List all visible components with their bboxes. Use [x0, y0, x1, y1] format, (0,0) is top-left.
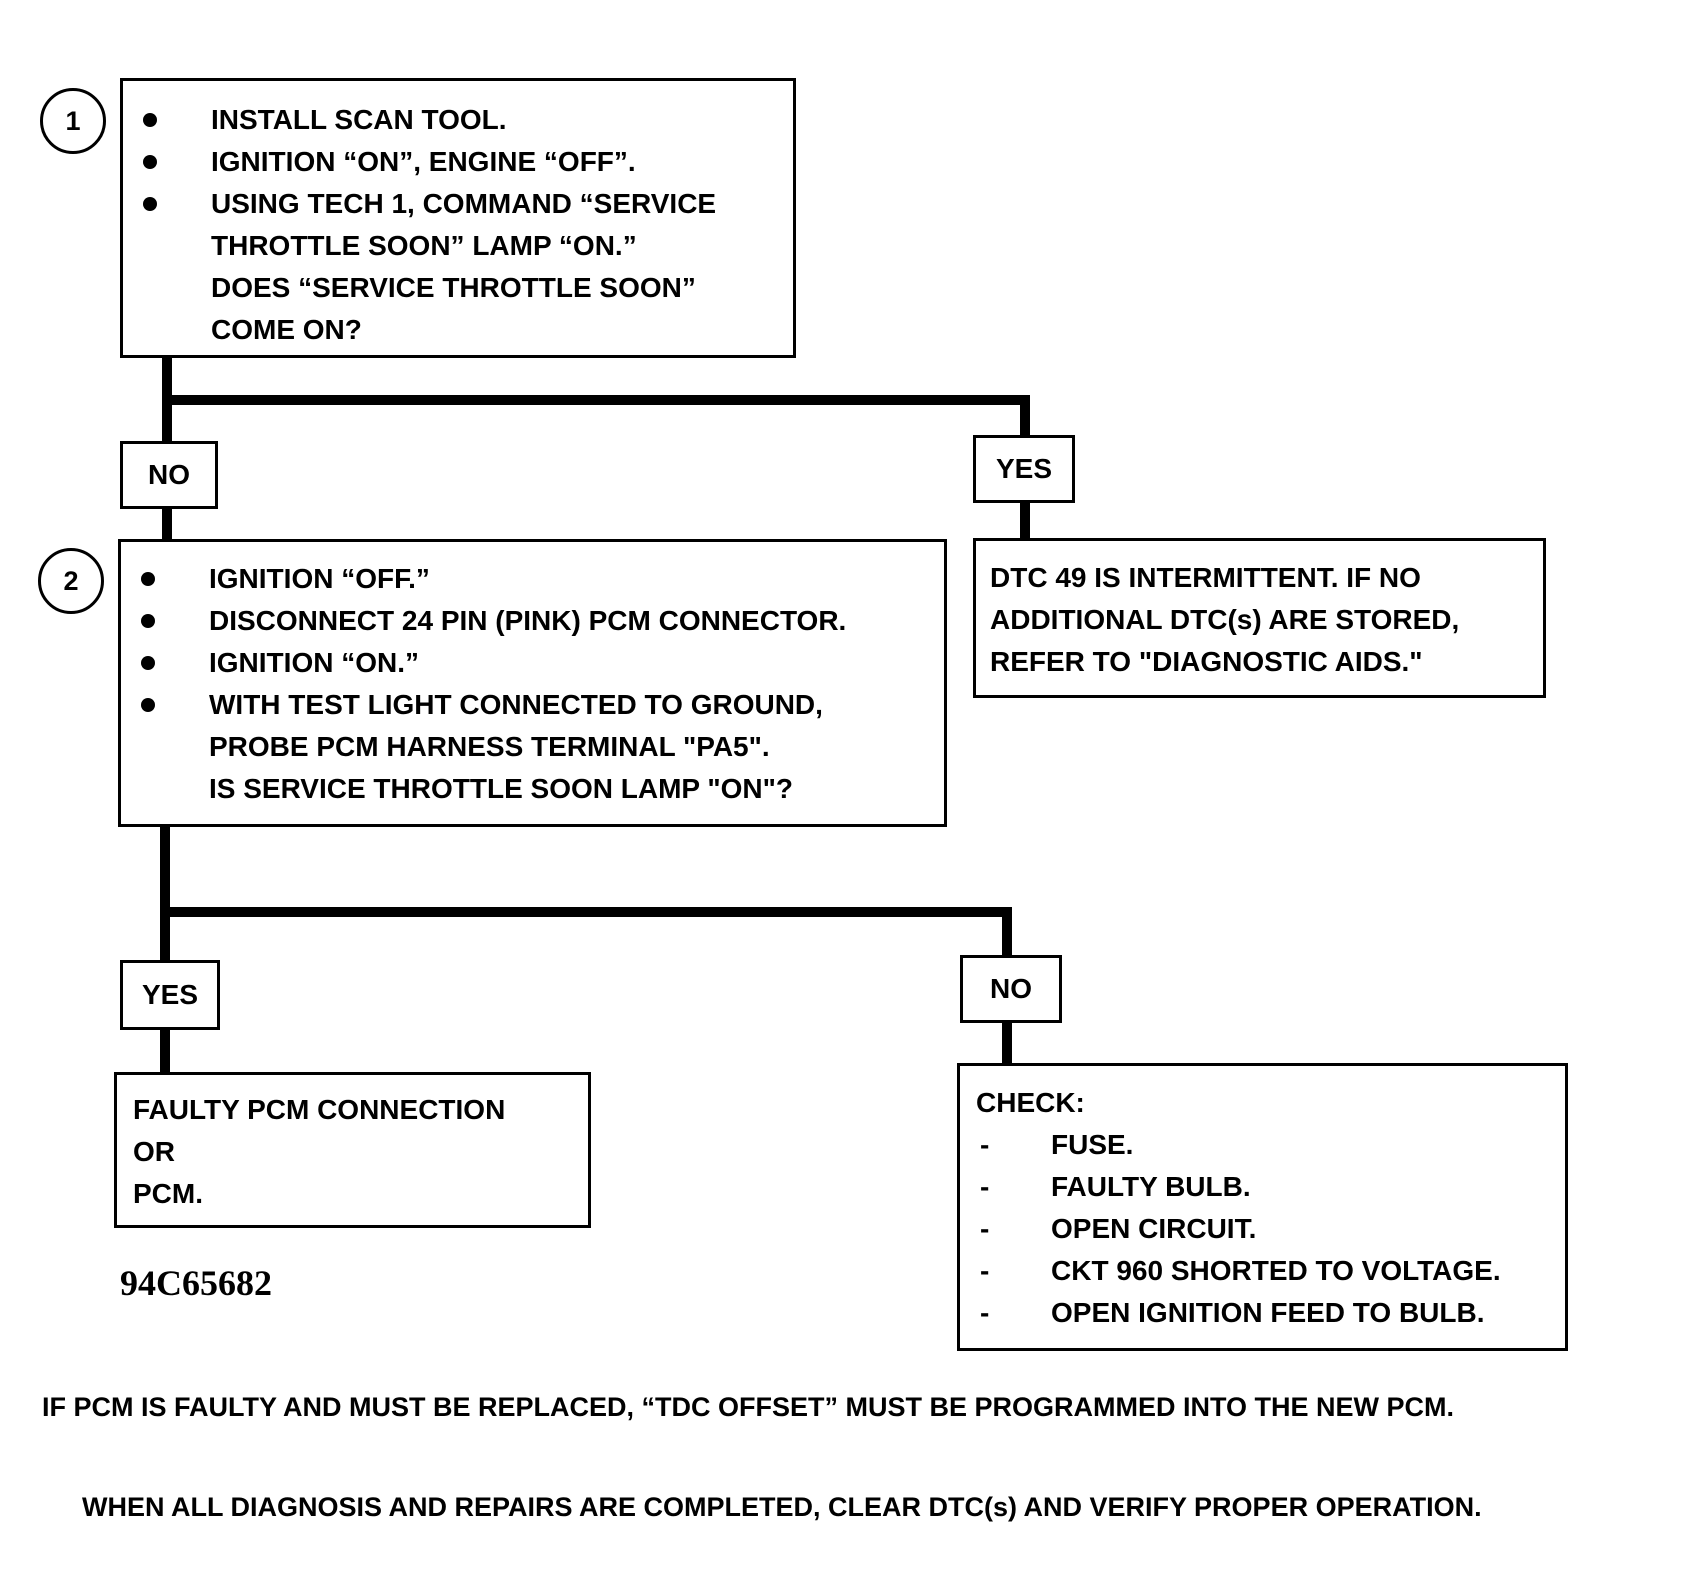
- result-intermittent-line-2: ADDITIONAL DTC(s) ARE STORED,: [990, 604, 1460, 635]
- branch2-yes-label: YES: [120, 960, 220, 1030]
- result-check-box: CHECK: - FUSE. - FAULTY BULB. - OPEN CIR…: [957, 1063, 1568, 1351]
- step1-bullet-1-text: INSTALL SCAN TOOL.: [211, 104, 507, 135]
- branch1-no-text: NO: [148, 459, 190, 490]
- step2-bullet-3-text: IGNITION “ON.”: [209, 647, 419, 678]
- branch1-no-label: NO: [120, 441, 218, 509]
- check-dash: -: [980, 1171, 990, 1202]
- note-pcm-replacement: IF PCM IS FAULTY AND MUST BE REPLACED, “…: [42, 1392, 1455, 1422]
- bullet-dot: [141, 698, 155, 712]
- result-intermittent-box: DTC 49 IS INTERMITTENT. IF NO ADDITIONAL…: [973, 538, 1546, 698]
- check-dash: -: [980, 1255, 990, 1286]
- connector-no2-down: [1002, 907, 1012, 957]
- check-dash: -: [980, 1129, 990, 1160]
- step1-continuation-3: COME ON?: [211, 314, 362, 345]
- check-item-4: CKT 960 SHORTED TO VOLTAGE.: [1051, 1255, 1501, 1286]
- bullet-dot: [141, 572, 155, 586]
- step-number-2: 2: [38, 548, 104, 614]
- step1-bullet-3-text: USING TECH 1, COMMAND “SERVICE: [211, 188, 717, 219]
- branch1-yes-text: YES: [995, 453, 1053, 484]
- step-number-2-text: 2: [63, 565, 79, 596]
- step-number-1-text: 1: [65, 105, 81, 136]
- connector-yes1-down: [1020, 395, 1030, 437]
- figure-code: 94C65682: [120, 1263, 272, 1303]
- step2-bullet-2-text: DISCONNECT 24 PIN (PINK) PCM CONNECTOR.: [209, 605, 847, 636]
- check-item-3: OPEN CIRCUIT.: [1051, 1213, 1257, 1244]
- note-clear-dtc: WHEN ALL DIAGNOSIS AND REPAIRS ARE COMPL…: [82, 1492, 1482, 1522]
- bullet-dot: [143, 113, 157, 127]
- step2-continuation-1: PROBE PCM HARNESS TERMINAL "PA5".: [209, 731, 770, 762]
- step1-continuation-2: DOES “SERVICE THROTTLE SOON”: [211, 272, 696, 303]
- result-faulty-pcm-box: FAULTY PCM CONNECTION OR PCM.: [114, 1072, 591, 1228]
- check-item-2: FAULTY BULB.: [1051, 1171, 1251, 1202]
- connector-no1-to-step2: [162, 507, 172, 541]
- result-intermittent-line-3: REFER TO "DIAGNOSTIC AIDS.": [990, 646, 1423, 677]
- step1-bullet-2-text: IGNITION “ON”, ENGINE “OFF”.: [211, 146, 636, 177]
- connector-step1-horizontal: [162, 395, 1030, 405]
- result-faulty-pcm-line-3: PCM.: [133, 1178, 203, 1209]
- check-heading: CHECK:: [976, 1087, 1085, 1118]
- step2-bullet-1-text: IGNITION “OFF.”: [209, 563, 430, 594]
- branch2-yes-text: YES: [141, 979, 199, 1010]
- connector-yes1-to-result: [1020, 501, 1030, 539]
- check-dash: -: [980, 1297, 990, 1328]
- step-number-1: 1: [40, 88, 106, 154]
- step1-box: INSTALL SCAN TOOL. IGNITION “ON”, ENGINE…: [120, 78, 796, 358]
- branch2-no-label: NO: [960, 955, 1062, 1023]
- bullet-dot: [143, 155, 157, 169]
- connector-no2-to-result: [1002, 1020, 1012, 1068]
- bullet-dot: [143, 197, 157, 211]
- check-dash: -: [980, 1213, 990, 1244]
- branch2-no-text: NO: [990, 973, 1032, 1004]
- step2-continuation-2: IS SERVICE THROTTLE SOON LAMP "ON"?: [209, 773, 794, 804]
- connector-step2-horizontal: [160, 907, 1012, 917]
- result-faulty-pcm-line-1: FAULTY PCM CONNECTION: [133, 1094, 506, 1125]
- result-intermittent-line-1: DTC 49 IS INTERMITTENT. IF NO: [990, 562, 1421, 593]
- connector-yes2-to-result: [160, 1027, 170, 1072]
- result-faulty-pcm-line-2: OR: [133, 1136, 175, 1167]
- step2-box: IGNITION “OFF.” DISCONNECT 24 PIN (PINK)…: [118, 539, 947, 827]
- check-item-1: FUSE.: [1051, 1129, 1134, 1160]
- step2-bullet-4-text: WITH TEST LIGHT CONNECTED TO GROUND,: [209, 689, 823, 720]
- bullet-dot: [141, 656, 155, 670]
- check-item-5: OPEN IGNITION FEED TO BULB.: [1051, 1297, 1485, 1328]
- step1-continuation-1: THROTTLE SOON” LAMP “ON.”: [211, 230, 637, 261]
- branch1-yes-label: YES: [973, 435, 1075, 503]
- bullet-dot: [141, 614, 155, 628]
- connector-step2-down: [160, 825, 170, 960]
